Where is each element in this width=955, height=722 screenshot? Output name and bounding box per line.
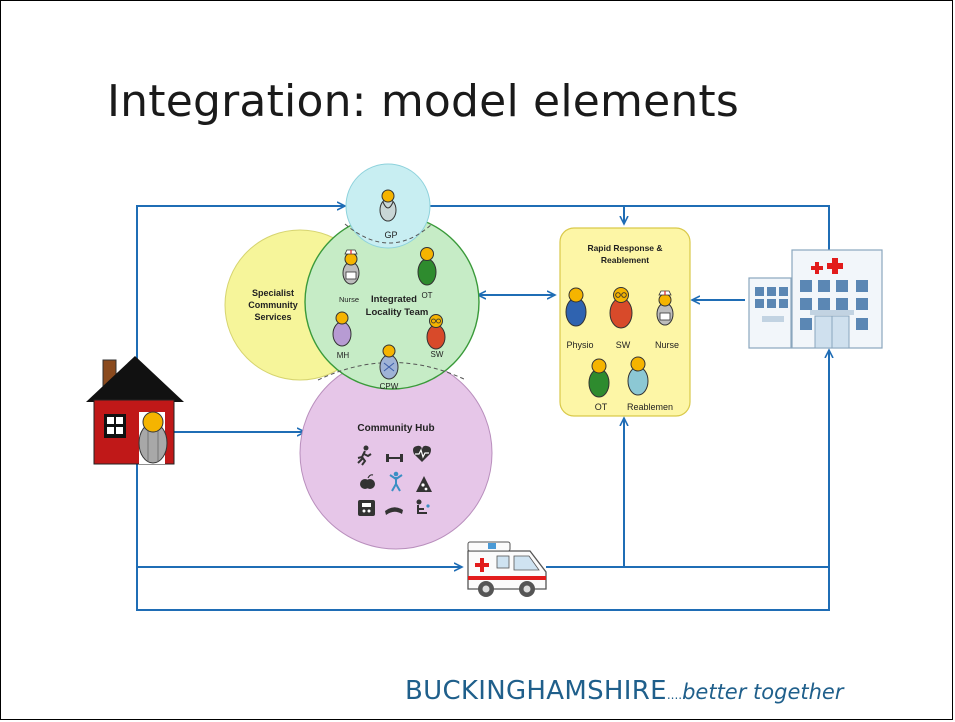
- rr-sw-label: SW: [616, 340, 631, 350]
- running-icon: [357, 445, 372, 466]
- rapid-label-2: Reablement: [601, 255, 649, 265]
- house-icon: [86, 356, 184, 465]
- mh-icon: [332, 311, 352, 347]
- community-hub-label: Community Hub: [357, 423, 434, 434]
- slide-title: Integration: model elements: [107, 76, 740, 127]
- ot-label: OT: [421, 291, 432, 300]
- specialist-label-2: Community: [248, 300, 298, 310]
- house-to-gp-line: [136, 206, 345, 420]
- footer-dots: ....: [666, 688, 683, 702]
- mh-label: MH: [337, 351, 350, 360]
- scale-icon: [358, 500, 375, 516]
- heart-rate-icon: [413, 445, 431, 462]
- cpw-icon: [379, 344, 399, 380]
- gp-doctor-icon: [379, 189, 397, 222]
- person-resting-icon: [416, 499, 430, 514]
- hospital-icon: [748, 249, 883, 349]
- hub-overlap-arc: [317, 362, 467, 381]
- reablemen-label: Reablemen: [627, 402, 673, 412]
- dumbbell-icon: [386, 454, 403, 462]
- ot-icon: [417, 247, 437, 286]
- gp-overlap-arc: [344, 223, 433, 244]
- sw-label: SW: [431, 350, 444, 359]
- integrated-label-2: Locality Team: [366, 307, 429, 318]
- rr-ot-label: OT: [595, 402, 608, 412]
- rr-nurse-icon: [656, 290, 674, 326]
- apple-icon: [360, 474, 375, 489]
- rr-ot-icon: [588, 358, 610, 398]
- physio-icon: [565, 287, 587, 327]
- footer-branding: BUCKINGHAMSHIRE....better together: [405, 676, 843, 706]
- footer-brand: BUCKINGHAMSHIRE: [405, 676, 667, 706]
- tape-measure-icon: [385, 507, 403, 515]
- rr-sw-icon: [609, 287, 633, 329]
- reablemen-icon: [627, 356, 649, 396]
- rr-nurse-label: Nurse: [655, 340, 679, 350]
- stretching-icon: [389, 471, 403, 492]
- footer-tagline: better together: [682, 680, 844, 704]
- ambulance-icon: [467, 541, 547, 597]
- nurse-icon: [342, 249, 360, 285]
- integrated-label-1: Integrated: [371, 294, 417, 305]
- specialist-label-1: Specialist: [252, 288, 294, 298]
- sw-icon: [426, 314, 446, 350]
- gp-label: GP: [384, 230, 397, 240]
- people-figures: [332, 189, 674, 398]
- specialist-label-3: Services: [254, 312, 291, 322]
- nurse-label: Nurse: [339, 295, 359, 304]
- rapid-label-1: Rapid Response &: [587, 243, 662, 253]
- pizza-icon: [416, 476, 432, 492]
- gp-to-hospital-line: [430, 205, 829, 260]
- hub-activity-icons: [357, 445, 432, 516]
- cpw-label: CPW: [380, 382, 399, 391]
- outer-loop-line: [136, 350, 829, 611]
- physio-label: Physio: [566, 340, 593, 350]
- connector-lines: [136, 205, 829, 611]
